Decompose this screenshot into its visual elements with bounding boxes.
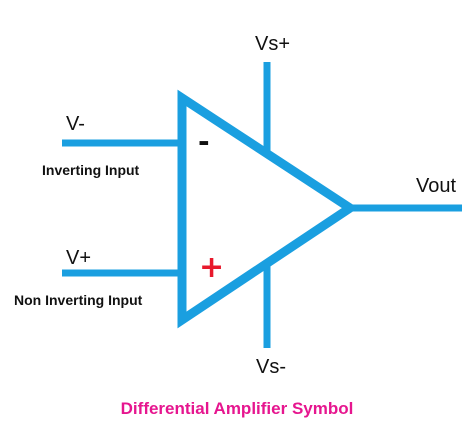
plus-sign: + bbox=[199, 250, 225, 285]
v-plus-label: V+ bbox=[66, 247, 92, 269]
minus-sign: - bbox=[198, 125, 210, 158]
vout-label: Vout bbox=[416, 175, 457, 197]
inverting-input-label: Inverting Input bbox=[42, 162, 140, 178]
non-inverting-input-label: Non Inverting Input bbox=[14, 292, 143, 308]
vs-plus-label: Vs+ bbox=[255, 33, 291, 55]
vs-minus-label: Vs- bbox=[256, 356, 286, 378]
amplifier-triangle bbox=[177, 89, 359, 329]
v-minus-label: V- bbox=[66, 113, 85, 135]
diagram-caption: Differential Amplifier Symbol bbox=[120, 399, 354, 418]
